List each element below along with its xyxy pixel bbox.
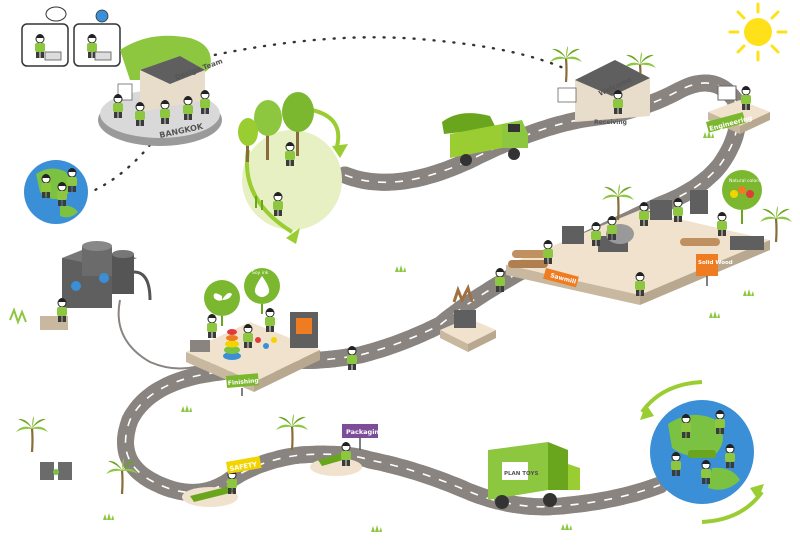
- sawmill-platform: Sawmill Solid Wood: [494, 182, 794, 305]
- design-sketch-panel: [21, 6, 121, 67]
- color-bubble-label: Natural colors: [729, 178, 761, 184]
- forest-replanting-cycle: [238, 92, 348, 244]
- dotted-trail-left: [93, 143, 152, 192]
- finishing-platform: Finishing: [186, 307, 358, 396]
- truck-brand-label: PLAN TOYS: [504, 471, 539, 477]
- welcome-center: Welcome Receiving: [548, 44, 658, 126]
- palm-tree-icon: [274, 412, 310, 452]
- design-office-bangkok: Design Team BANGKOK: [98, 35, 224, 146]
- power-cable: [117, 299, 211, 370]
- stacking-toy: [223, 329, 241, 360]
- packaging-station: Packaging: [310, 424, 384, 476]
- factory-icon: [9, 241, 152, 330]
- truck-icon: [442, 113, 528, 166]
- dotted-trail: [203, 36, 570, 72]
- recycle-bin-icon: [40, 462, 72, 480]
- sprout-icon: [204, 280, 240, 326]
- delivery-truck: PLAN TOYS: [488, 442, 580, 509]
- natural-color-bubble: Natural colors: [722, 170, 762, 224]
- safety-station: SAFETY: [182, 456, 262, 507]
- packaging-label: Packaging: [346, 428, 384, 436]
- kiln-station: [440, 283, 496, 352]
- earth-icon-large: [640, 380, 764, 524]
- solid-wood-label: Solid Wood: [698, 260, 733, 266]
- palm-tree-icon: [14, 414, 50, 454]
- sun-icon: [728, 2, 788, 62]
- finishing-label: Finishing: [228, 377, 259, 387]
- earth-icon: [24, 160, 88, 224]
- drop-bubble-label: Soy ink: [252, 270, 269, 276]
- receiving-label: Receiving: [594, 119, 627, 126]
- engineering-station: Engineering: [706, 85, 770, 134]
- tree-icon: [238, 92, 314, 162]
- water-drop-icon: Soy ink: [244, 268, 280, 314]
